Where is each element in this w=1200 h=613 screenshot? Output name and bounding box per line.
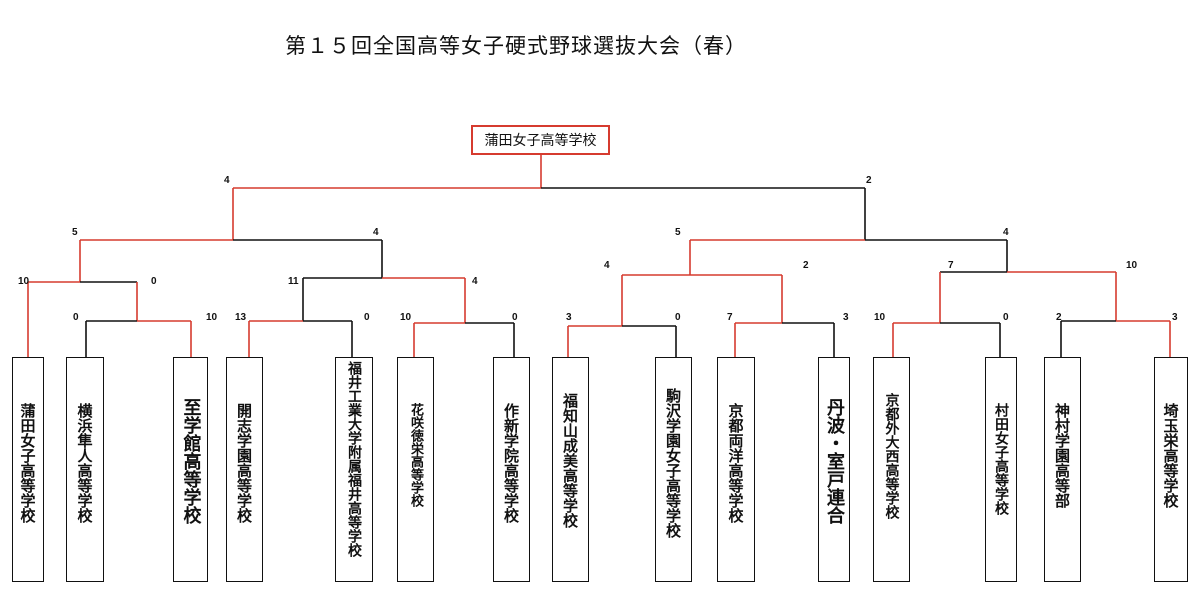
team-name: 花咲徳栄高等学校 (408, 403, 423, 507)
team-name: 京都外大西高等学校 (883, 393, 900, 519)
score-r1-kaishi: 13 (235, 312, 247, 323)
score-qf3-b: 2 (803, 260, 809, 271)
team-box-kyoto-gaidai-nishi: 京都外大西高等学校 (873, 357, 910, 582)
score-qf1-a: 10 (18, 276, 30, 287)
team-box-fukuchiyama-seibi: 福知山成美高等学校 (552, 357, 589, 582)
page-title: 第１５回全国高等女子硬式野球選抜大会（春） (285, 34, 747, 58)
team-box-yokohama-hayato: 横浜隼人高等学校 (66, 357, 104, 582)
team-name: 丹波・室戸連合 (824, 398, 845, 524)
team-box-sakushin: 作新学院高等学校 (493, 357, 530, 582)
score-qf1-b: 0 (151, 276, 157, 287)
score-r1-yokohama: 0 (73, 312, 79, 323)
score-r1-saitama: 3 (1172, 312, 1178, 323)
score-final-right: 2 (866, 175, 872, 186)
team-box-saitama-sakae: 埼玉栄高等学校 (1154, 357, 1188, 582)
team-box-komazawa: 駒沢学園女子高等学校 (655, 357, 692, 582)
team-name: 村田女子高等学校 (993, 403, 1009, 515)
team-name: 福井工業大学附属福井高等学校 (346, 361, 362, 557)
team-box-hanasaki-tokuharu: 花咲徳栄高等学校 (397, 357, 434, 582)
score-r1-murata: 0 (1003, 312, 1009, 323)
team-name: 横浜隼人高等学校 (75, 403, 94, 523)
score-r1-kamimura: 2 (1056, 312, 1062, 323)
score-final-left: 4 (224, 175, 230, 186)
team-name: 神村学園高等部 (1053, 403, 1071, 508)
team-box-kamimura-gakuen: 神村学園高等部 (1044, 357, 1081, 582)
team-name: 至学館高等学校 (180, 398, 202, 524)
team-box-kaishi-gakuen: 開志学園高等学校 (226, 357, 263, 582)
team-box-kyoto-ryoyo: 京都両洋高等学校 (717, 357, 755, 582)
score-semi-left-a: 5 (72, 227, 78, 238)
team-box-fukui-kougyou: 福井工業大学附属福井高等学校 (335, 357, 373, 582)
team-box-tanba-muroto: 丹波・室戸連合 (818, 357, 850, 582)
team-box-murata: 村田女子高等学校 (985, 357, 1017, 582)
team-name: 蒲田女子高等学校 (18, 403, 37, 523)
team-name: 開志学園高等学校 (235, 403, 253, 523)
team-name: 福知山成美高等学校 (561, 393, 579, 528)
score-semi-left-b: 4 (373, 227, 379, 238)
score-qf4-a: 7 (948, 260, 954, 271)
score-qf2-b: 4 (472, 276, 478, 287)
team-box-shigakukan: 至学館高等学校 (173, 357, 208, 582)
score-r1-komazawa: 0 (675, 312, 681, 323)
champion-box: 蒲田女子高等学校 (471, 125, 610, 155)
score-qf2-a: 11 (288, 276, 299, 287)
score-r1-hanasaki: 10 (400, 312, 412, 323)
team-name: 埼玉栄高等学校 (1161, 403, 1180, 508)
score-semi-right-b: 4 (1003, 227, 1009, 238)
score-semi-right-a: 5 (675, 227, 681, 238)
team-name: 駒沢学園女子高等学校 (664, 388, 682, 538)
team-box-kamata: 蒲田女子高等学校 (12, 357, 44, 582)
score-r1-shigakukan: 10 (206, 312, 218, 323)
score-r1-sakushin: 0 (512, 312, 518, 323)
score-r1-kyotoryoyo: 7 (727, 312, 733, 323)
team-name: 作新学院高等学校 (502, 403, 520, 523)
score-r1-kyotogaidai: 10 (874, 312, 886, 323)
score-r1-fukuchiyama: 3 (566, 312, 572, 323)
score-r1-fukui: 0 (364, 312, 370, 323)
score-qf4-b: 10 (1126, 260, 1138, 271)
team-name: 京都両洋高等学校 (726, 403, 745, 523)
score-r1-tanba: 3 (843, 312, 849, 323)
score-qf3-a: 4 (604, 260, 610, 271)
